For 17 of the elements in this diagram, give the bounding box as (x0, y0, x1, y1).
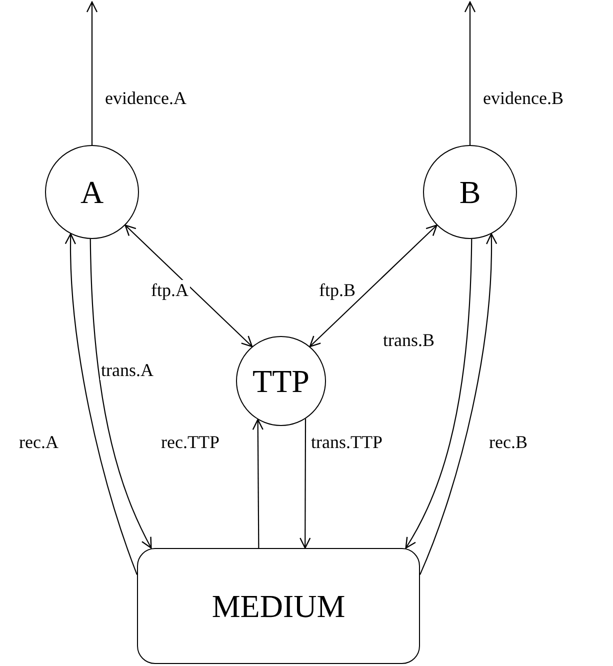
edge-label: ftp.A (150, 280, 190, 300)
arrow (300, 418, 311, 549)
arrow (405, 238, 472, 549)
arrow (464, 1, 476, 145)
arrow (124, 224, 253, 348)
arrow (309, 224, 438, 348)
arrow (252, 418, 264, 548)
node-label: TTP (252, 365, 310, 397)
node-label: MEDIUM (212, 590, 346, 622)
edge-label: ftp.B (318, 280, 357, 300)
arrow (86, 1, 98, 145)
rounded-box (137, 548, 420, 664)
node-label: B (459, 176, 481, 208)
arrow (420, 233, 497, 575)
node-label: A (80, 176, 104, 208)
arrow (65, 233, 138, 575)
arrow (90, 238, 152, 549)
